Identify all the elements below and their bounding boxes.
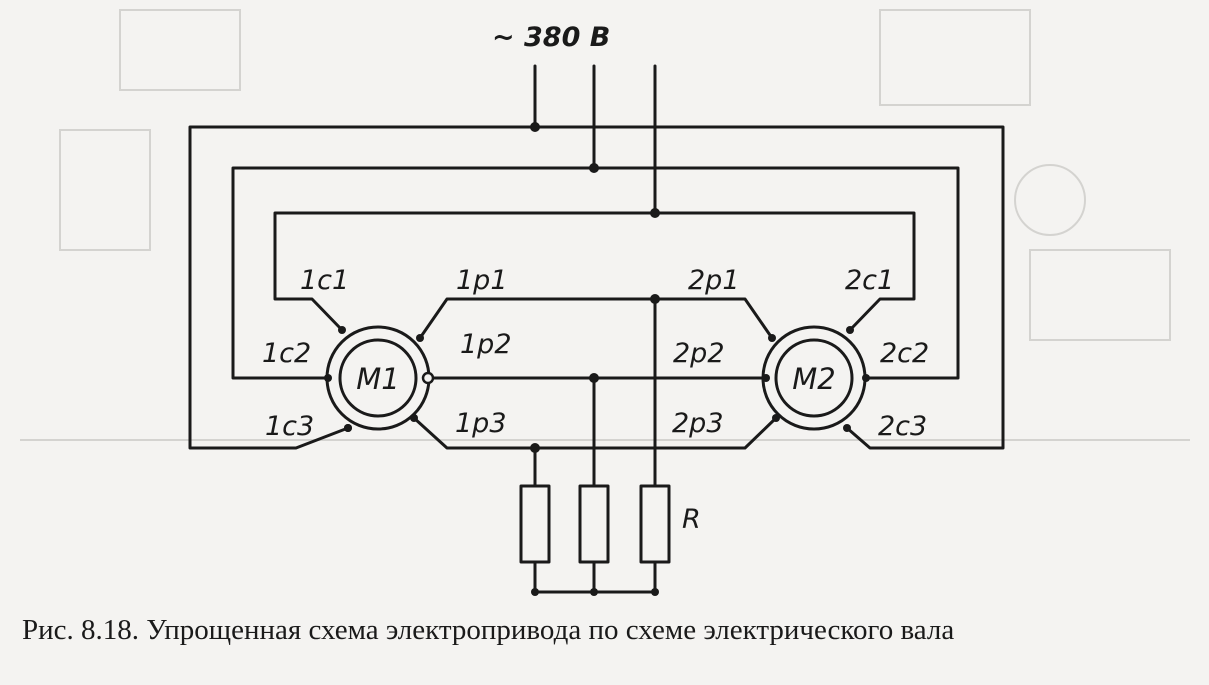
inner-stator-loop-right [653, 211, 916, 332]
terminal-2p3: 2p3 [672, 408, 724, 439]
outer-stator-loop [188, 125, 537, 450]
middle-stator-loop [231, 166, 596, 380]
terminal-1c2: 1c2 [262, 338, 311, 369]
motor-m1: M1 [325, 325, 431, 431]
terminal-2p1: 2p1 [688, 265, 740, 296]
electric-shaft-diagram: M1 M2 ~ 380 В R 1c1 1c2 1c3 [20, 9, 1190, 596]
terminal-1p2: 1p2 [460, 329, 512, 360]
terminal-2c1: 2c1 [845, 265, 894, 296]
middle-stator-loop-right [592, 166, 960, 380]
junction-dots [324, 122, 870, 596]
motor-m2-label: M2 [792, 362, 835, 396]
motor-m2: M2 [761, 325, 867, 431]
inner-stator-loop [273, 211, 657, 332]
terminal-1c1: 1c1 [300, 265, 349, 296]
terminal-2p2: 2p2 [673, 338, 725, 369]
resistor-2 [578, 484, 610, 564]
figure-caption: Рис. 8.18. Упрощенная схема электроприво… [22, 614, 955, 646]
terminal-1p1: 1p1 [456, 265, 508, 296]
resistor-bank [519, 484, 671, 594]
terminal-1c3: 1c3 [265, 411, 314, 442]
supply-lines [533, 64, 657, 215]
motor-m1-label: M1 [356, 362, 399, 396]
resistor-label: R [682, 504, 701, 535]
resistor-1 [519, 484, 551, 564]
outer-stator-loop-right [533, 125, 1005, 450]
rotor-wire-p3 [412, 416, 778, 450]
terminal-1p3: 1p3 [455, 408, 507, 439]
terminal-2c2: 2c2 [880, 338, 929, 369]
rotor-wire-p1 [418, 297, 774, 340]
supply-voltage-label: ~ 380 В [492, 22, 610, 53]
terminal-2c3: 2c3 [878, 411, 927, 442]
background-ghost-marks [20, 9, 1190, 441]
resistor-3 [639, 484, 671, 564]
m1-rotor-center-terminal [421, 371, 435, 385]
